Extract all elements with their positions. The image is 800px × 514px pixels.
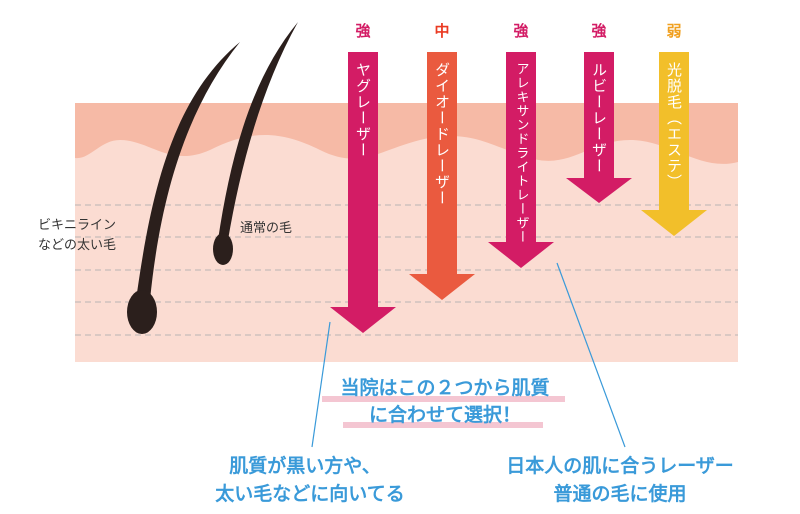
laser-name: ルビーレーザー	[590, 62, 608, 174]
arrow-shape	[566, 52, 632, 203]
skin-cross-section	[75, 103, 738, 362]
arrow-shape	[330, 52, 396, 333]
normal-hair	[213, 22, 298, 265]
center-note-2: に合わせて選択！	[369, 403, 521, 426]
strength-label: 弱	[666, 22, 681, 40]
left-note-1: 肌質が黒い方や、	[229, 454, 380, 477]
right-note-2: 普通の毛に使用	[553, 482, 686, 505]
normal-hair-label: 通常の毛	[240, 221, 292, 236]
laser-name: ヤグレーザー	[354, 62, 372, 158]
strength-label: 中	[434, 22, 449, 40]
strength-label: 強	[355, 22, 370, 40]
arrow-shape	[409, 52, 475, 300]
thick-hair	[127, 42, 240, 334]
right-pointer-line	[556, 262, 626, 448]
laser-name: アレキサンドライトレーザー	[514, 62, 530, 244]
left-note-2: 太い毛などに向いてる	[215, 482, 404, 505]
strength-label: 強	[591, 22, 606, 40]
arrow-shape	[641, 52, 707, 236]
arrow-shape	[488, 52, 554, 268]
highlight-2	[343, 422, 543, 428]
right-note-1: 日本人の肌に合うレーザー	[506, 454, 734, 477]
strength-label: 強	[513, 22, 528, 40]
laser-name: 光脱毛（エステ）	[665, 62, 683, 190]
highlight-1	[322, 396, 565, 402]
thick-hair-label-2: などの太い毛	[38, 238, 116, 253]
left-pointer-line	[311, 321, 331, 448]
center-note-1: 当院はこの２つから肌質	[340, 376, 549, 399]
laser-name: ダイオードレーザー	[433, 62, 451, 206]
thick-hair-label-1: ビキニライン	[38, 218, 116, 233]
